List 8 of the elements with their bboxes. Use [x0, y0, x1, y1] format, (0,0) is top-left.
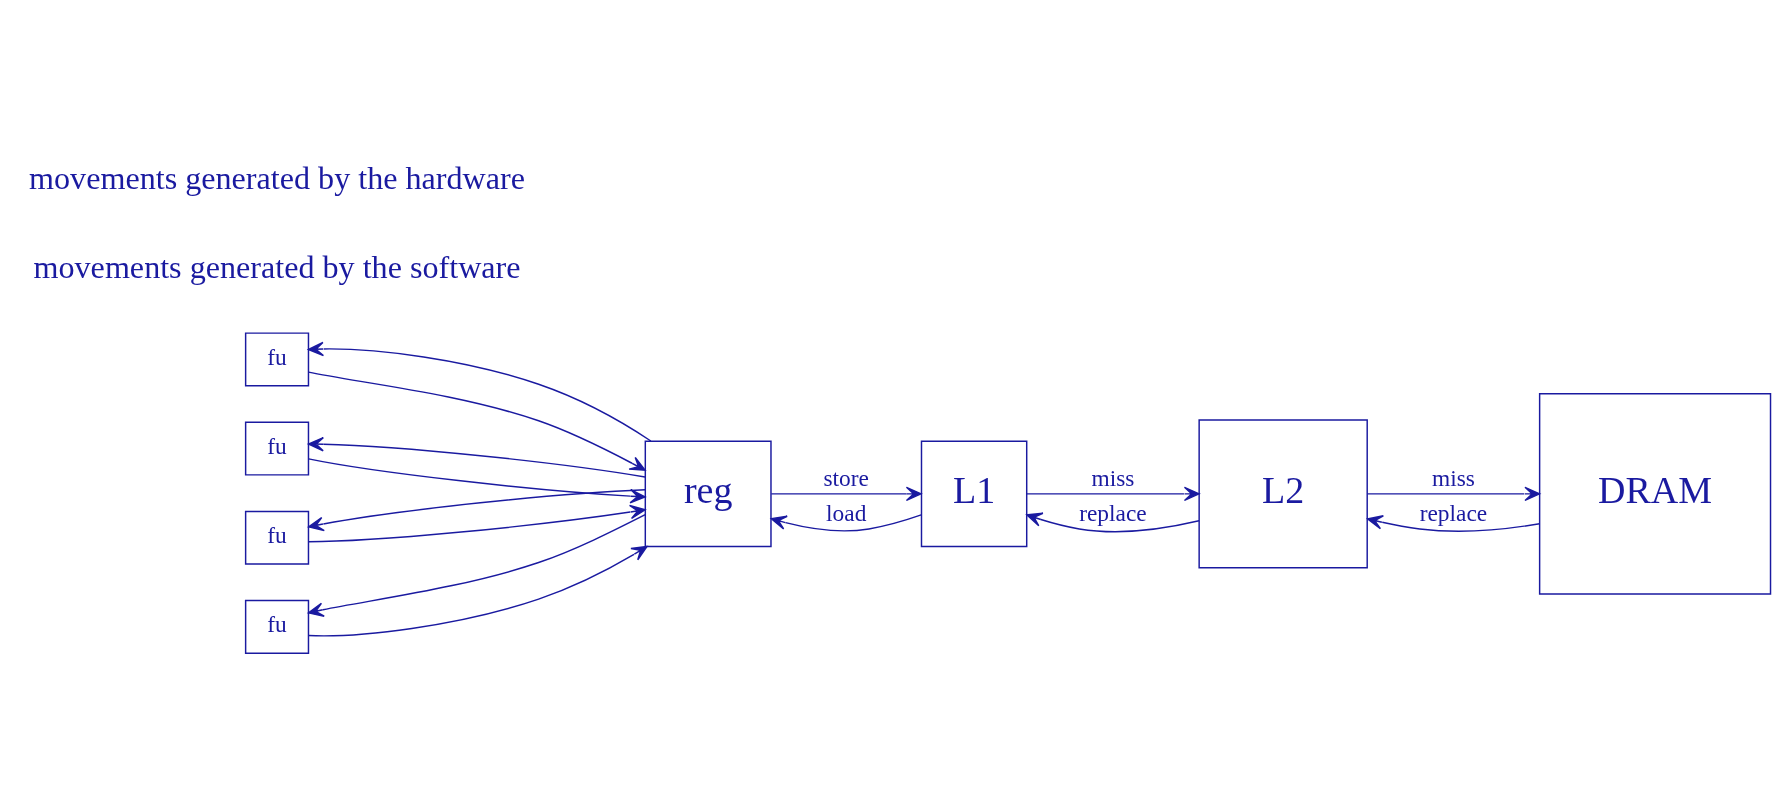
edge-label: miss: [1431, 465, 1475, 492]
edge-label: miss: [1091, 465, 1135, 492]
edge-label: store: [823, 465, 869, 492]
edge-label: replace: [1419, 500, 1488, 527]
label: movements generated by the software: [33, 249, 521, 286]
edge-label: replace: [1079, 500, 1147, 527]
edge-label: load: [826, 500, 867, 527]
label: movements generated by the hardware: [29, 160, 526, 197]
